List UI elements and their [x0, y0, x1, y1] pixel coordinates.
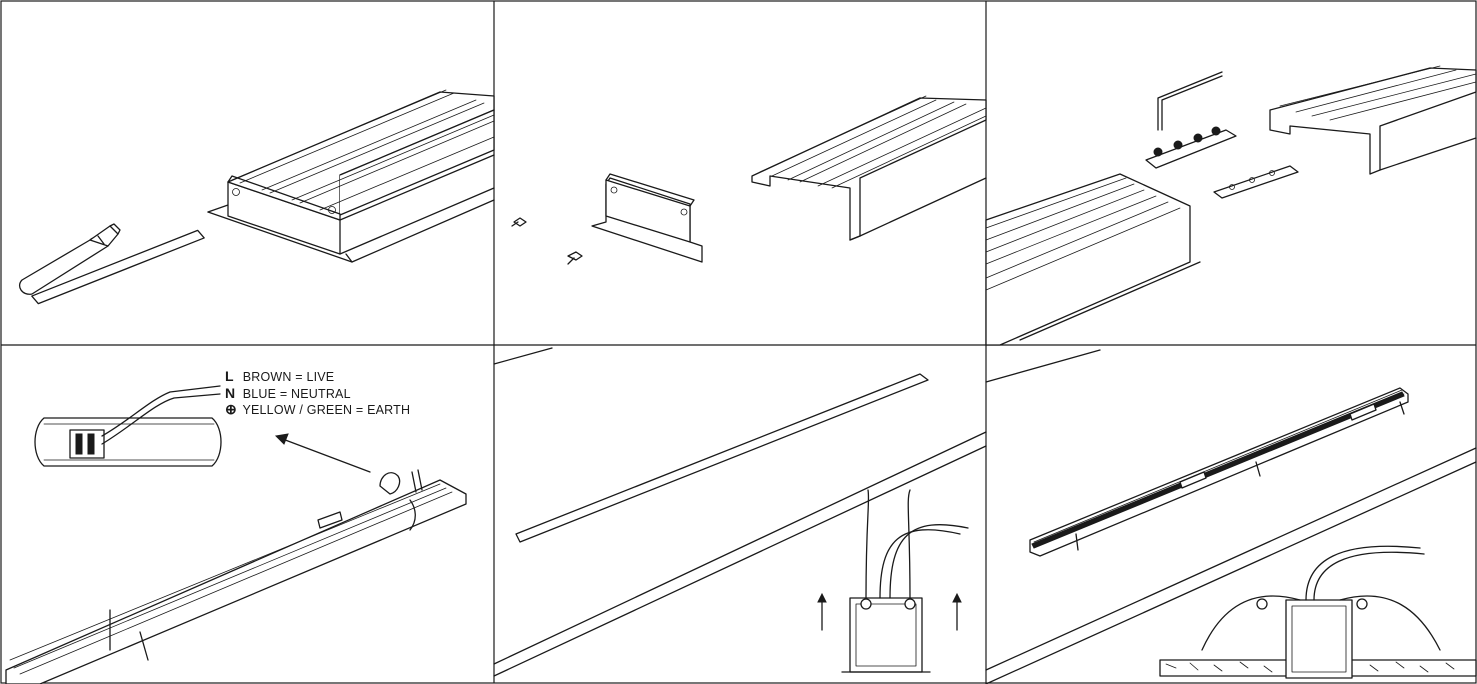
panel-3-join-profiles [985, 65, 1477, 346]
neutral-code: N [225, 384, 236, 401]
live-code: L [225, 368, 234, 384]
legend-live: L BROWN = LIVE [225, 368, 410, 386]
earth-icon: ⊕ [225, 401, 237, 417]
live-text: BROWN = LIVE [242, 370, 335, 384]
wiring-legend: L BROWN = LIVE N BLUE = NEUTRAL ⊕ YELLOW… [225, 368, 411, 419]
panel-5-ceiling-cutout [493, 347, 987, 677]
panel-6-installed-luminaire [985, 349, 1477, 684]
legend-neutral: N BLUE = NEUTRAL [225, 384, 410, 403]
legend-earth: ⊕ YELLOW / GREEN = EARTH [225, 401, 411, 419]
panel-1-end-cap-profile [18, 89, 495, 305]
panel-2-remove-end-cap [511, 95, 987, 265]
earth-text: YELLOW / GREEN = EARTH [242, 403, 411, 417]
panel-4-wiring [5, 385, 467, 684]
neutral-text: BLUE = NEUTRAL [242, 386, 351, 401]
